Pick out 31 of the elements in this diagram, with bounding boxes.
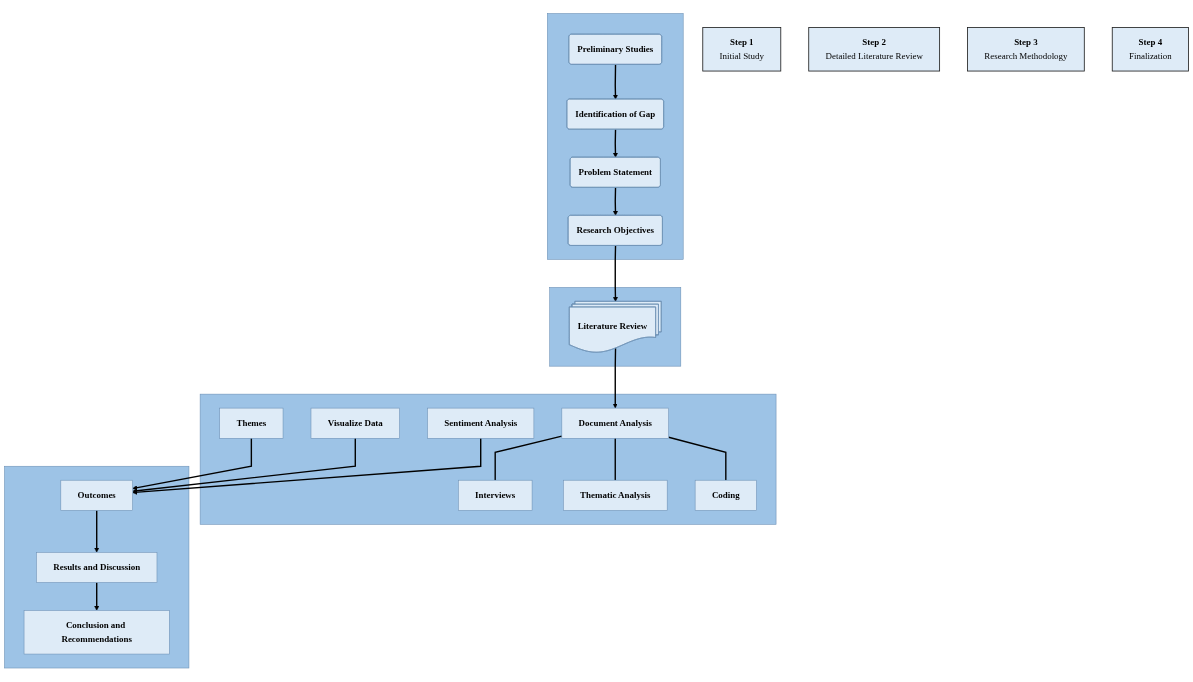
- node-box: Sentiment Analysis: [427, 408, 535, 439]
- cluster: [549, 287, 682, 367]
- node-box: Coding: [694, 480, 757, 511]
- connector: [667, 436, 727, 482]
- arrow: [613, 129, 618, 158]
- arrow: [132, 437, 482, 495]
- arrow: [94, 582, 100, 611]
- node-box: Step 4 Finalization: [1111, 27, 1189, 72]
- node-box: Results and Discussion: [36, 552, 158, 584]
- node-box: Interviews: [458, 480, 533, 511]
- node-box: Document Analysis: [561, 408, 669, 439]
- node-box: Step 2 Detailed Literature Review: [808, 27, 941, 72]
- node-box: Visualize Data: [310, 408, 400, 439]
- connector: [614, 437, 616, 482]
- node-box: Themes: [219, 408, 284, 439]
- arrow: [132, 437, 356, 494]
- node-box: Outcomes: [60, 480, 133, 511]
- node-box: Step 3 Research Methodology: [967, 27, 1085, 72]
- node-box: Thematic Analysis: [563, 480, 668, 511]
- arrow: [612, 347, 618, 409]
- arrow: [94, 509, 100, 553]
- cluster: [199, 394, 777, 525]
- arrow: [132, 437, 253, 491]
- arrow: [613, 245, 618, 303]
- cluster: [547, 13, 684, 260]
- cluster: [4, 466, 190, 669]
- node-box: Step 1 Initial Study: [702, 27, 782, 72]
- arrow: [613, 187, 618, 216]
- connector: [494, 435, 563, 482]
- node-box: Conclusion and Recommendations: [23, 610, 170, 655]
- arrow: [613, 64, 618, 100]
